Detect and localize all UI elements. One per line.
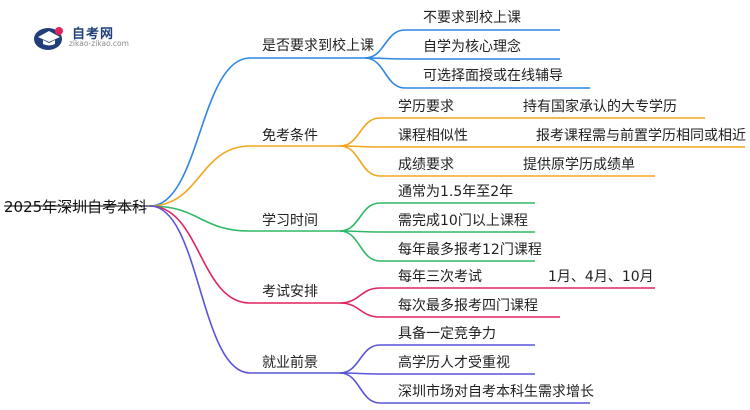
leaf-three-exams[interactable]: 每年三次考试 — [398, 269, 482, 285]
graduation-cap-icon — [34, 27, 63, 50]
connector-root-to-attendance — [149, 57, 251, 207]
leaf-education-req[interactable]: 学历要求 — [398, 99, 454, 115]
leaf-course-count[interactable]: 需完成10门以上课程 — [398, 213, 528, 229]
branch-exemption[interactable]: 免考条件 — [262, 128, 318, 144]
logo-url: zikao-zikao.com — [69, 39, 129, 48]
connector-root-to-exemption — [149, 145, 251, 207]
leaf-course-similarity[interactable]: 课程相似性 — [398, 128, 468, 144]
root-node[interactable]: 2025年深圳自考本科 — [4, 198, 148, 216]
connector-exemption-leaf-2 — [339, 145, 381, 177]
connector-career-leaf-0 — [339, 344, 381, 374]
leaf-grade-req[interactable]: 成绩要求 — [398, 157, 454, 173]
connector-root-to-career — [149, 205, 251, 374]
connector-duration-leaf-2 — [339, 230, 381, 262]
leaf-course-similarity-detail[interactable]: 报考课程需与前置学历相同或相近 — [536, 128, 746, 144]
connector-exemption-leaf-0 — [339, 117, 381, 147]
branch-duration[interactable]: 学习时间 — [262, 213, 318, 229]
connector-exam-schedule-leaf-0 — [339, 287, 381, 304]
branch-exam-schedule[interactable]: 考试安排 — [262, 284, 318, 300]
connector-exam-schedule-leaf-1 — [339, 302, 381, 318]
leaf-education-req-detail[interactable]: 持有国家承认的大专学历 — [523, 99, 677, 115]
connector-root-to-duration — [149, 205, 251, 232]
leaf-max-courses-year[interactable]: 每年最多报考12门课程 — [398, 242, 542, 258]
leaf-demand-growth[interactable]: 深圳市场对自考本科生需求增长 — [398, 384, 594, 400]
connector-career-leaf-2 — [339, 372, 381, 404]
leaf-no-attendance[interactable]: 不要求到校上课 — [423, 10, 521, 26]
leaf-competitive[interactable]: 具备一定竞争力 — [398, 326, 496, 342]
leaf-max-courses-session[interactable]: 每次最多报考四门课程 — [398, 298, 538, 314]
leaf-self-study[interactable]: 自学为核心理念 — [423, 39, 521, 55]
connector-attendance-leaf-0 — [364, 29, 406, 59]
leaf-valued[interactable]: 高学历人才受重视 — [398, 355, 510, 371]
site-logo[interactable]: 自考网 zikao-zikao.com — [32, 22, 132, 52]
connector-root-to-exam-schedule — [149, 205, 251, 304]
leaf-grade-req-detail[interactable]: 提供原学历成绩单 — [523, 157, 635, 173]
logo-name: 自考网 — [72, 27, 115, 42]
branch-career[interactable]: 就业前景 — [262, 355, 318, 371]
connector-duration-leaf-0 — [339, 202, 381, 232]
leaf-tutoring[interactable]: 可选择面授或在线辅导 — [423, 68, 563, 84]
leaf-duration-years[interactable]: 通常为1.5年至2年 — [398, 184, 514, 200]
connector-attendance-leaf-2 — [364, 57, 406, 89]
branch-attendance[interactable]: 是否要求到校上课 — [262, 38, 374, 54]
leaf-exam-months[interactable]: 1月、4月、10月 — [548, 269, 654, 285]
